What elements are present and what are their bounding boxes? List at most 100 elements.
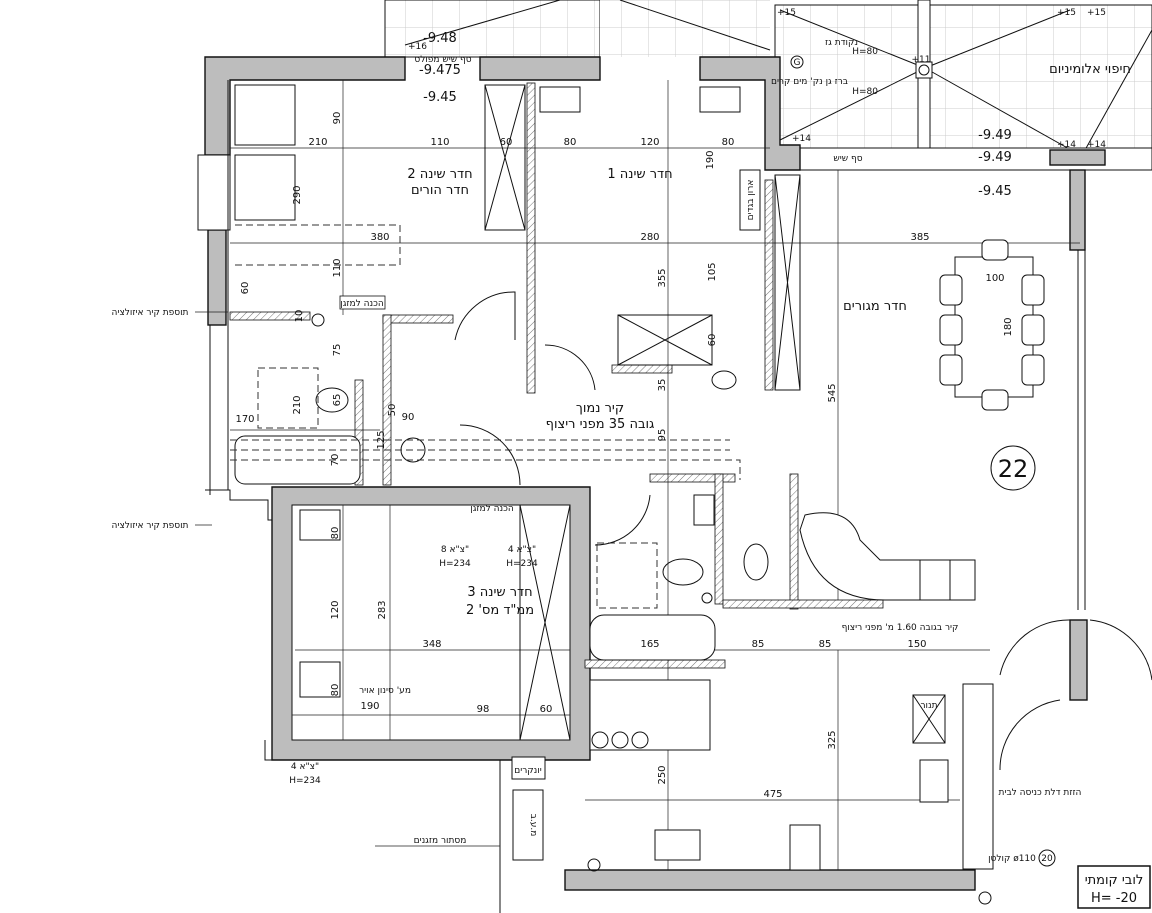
room-bedroom3-sub: ממ"ד מס' 2 [466, 603, 534, 618]
dim: 60 [240, 282, 251, 295]
room-living: חדר מגורים [843, 299, 907, 314]
dim: 100 [985, 273, 1004, 284]
note-wall-160: קיר בגובה 1.60 מ' מפני ריצוף [842, 623, 959, 633]
note-low-wall-height: גובה 35 מפני ריצוף [546, 417, 655, 432]
note-closet: ארון בגדים [746, 180, 756, 221]
dim: 98 [477, 704, 490, 715]
dim: 110 [332, 258, 343, 277]
dim: 70 [330, 454, 341, 467]
dim: 120 [330, 600, 341, 619]
gas-point-icon [790, 55, 804, 69]
level-mark: +14 [1087, 140, 1106, 150]
room-bedroom1: חדר שינה 1 [607, 167, 672, 182]
note-garden-tap-height: H=80 [852, 87, 878, 97]
dim: 475 [763, 789, 782, 800]
dim: 85 [752, 639, 765, 650]
gas-symbol: G [794, 58, 801, 68]
elevation: -9.49 [978, 128, 1012, 143]
dim: 80 [330, 684, 341, 697]
note-pipe: צ"א 4" [291, 762, 319, 772]
room-lobby: לובי קומתי [1085, 873, 1144, 888]
level-mark: +15 [1057, 8, 1076, 18]
balcony-left [384, 0, 771, 58]
room-bedroom2-sub: חדר הורים [411, 183, 469, 198]
dim: 348 [422, 639, 441, 650]
dim: 290 [292, 185, 303, 204]
dim: 210 [292, 395, 303, 414]
dim: 545 [827, 383, 838, 402]
dim: 80 [564, 137, 577, 148]
dim: 355 [657, 268, 668, 287]
level-mark: +14 [792, 134, 811, 144]
dim: 60 [500, 137, 513, 148]
dim: 60 [540, 704, 553, 715]
dim: 90 [332, 112, 343, 125]
dim: 95 [657, 429, 668, 442]
room-bedroom2: חדר שינה 2 [407, 167, 472, 182]
dim: 75 [332, 344, 343, 357]
dim: 283 [377, 600, 388, 619]
level-mark: +11 [912, 55, 931, 65]
note-oven: תנור [920, 701, 937, 711]
note-heaters: יונקרים [514, 766, 542, 776]
note-ac-prep: הכנה למזגן [470, 504, 514, 514]
lobby-box [1077, 865, 1151, 909]
dim: 35 [657, 379, 668, 392]
annotations: קיר נמוך גובה 35 מפני ריצוף קיר בגובה 1.… [112, 38, 1131, 867]
dim: 80 [330, 527, 341, 540]
elevation: -9.475 [419, 63, 461, 78]
note-collector: קולטן ø110 [988, 854, 1036, 864]
interior-walls [229, 82, 884, 669]
note-insulation: תוספת קיר איזולציה [112, 308, 189, 318]
note-marble-sill: סף שיש [833, 154, 862, 164]
note-pipe: צ"א 4" [508, 545, 536, 555]
dim: 190 [705, 150, 716, 169]
dim: 80 [722, 137, 735, 148]
furniture [230, 84, 1152, 905]
dim: 60 [707, 334, 718, 347]
level-mark: +16 [408, 42, 427, 52]
lobby-elevation: H= -20 [1091, 891, 1137, 906]
note-garden-tap: ברז גן נק' מים קרים [771, 77, 848, 87]
note-pipe: צ"א 8" [441, 545, 469, 555]
collector-number: 20 [1041, 854, 1053, 864]
dim: 150 [907, 639, 926, 650]
dim: 10 [294, 310, 305, 323]
dim: 165 [640, 639, 659, 650]
apartment-number: 22 [998, 455, 1029, 483]
dim: 280 [640, 232, 659, 243]
dim: 190 [360, 701, 379, 712]
dim: 380 [370, 232, 389, 243]
note-pipe-height: H=234 [506, 559, 538, 569]
dim: 90 [402, 412, 415, 423]
elevation: -9.45 [423, 90, 457, 105]
room-labels: חדר שינה 2 חדר הורים חדר שינה 1 חדר מגור… [407, 167, 1151, 909]
note-marble-sill-level: סף שיש מפולס [414, 55, 471, 65]
dim: 125 [376, 430, 387, 449]
note-low-wall: קיר נמוך [576, 401, 624, 416]
note-move-door: הזזת דלת כניסה לבית [999, 788, 1082, 798]
note-ac-screen: מסתור מזגנים [414, 836, 467, 846]
dim: 170 [235, 414, 254, 425]
dim: 110 [430, 137, 449, 148]
note-aluminium: חיפוי אלומיניום [1049, 62, 1131, 77]
dim: 50 [387, 404, 398, 417]
note-air-filter: מע' סינון אויר [359, 686, 411, 696]
dim: 120 [640, 137, 659, 148]
note-insulation: תוספת קיר איזולציה [112, 521, 189, 531]
dim: 210 [308, 137, 327, 148]
level-mark: +15 [777, 8, 796, 18]
dim: 105 [707, 262, 718, 281]
note-ac-prep: הכנה למזגן [340, 299, 384, 309]
elevation-marks: -9.48 -9.475 -9.45 -9.49 -9.49 -9.45 +15… [408, 8, 1106, 199]
note-gas-height: H=80 [852, 47, 878, 57]
dim: 180 [1003, 317, 1014, 336]
elevation: -9.48 [423, 31, 457, 46]
dim: 385 [910, 232, 929, 243]
level-mark: +15 [1087, 8, 1106, 18]
note-gas-point: נקודת גז [825, 38, 858, 48]
dim: 85 [819, 639, 832, 650]
exterior-walls [197, 56, 1106, 913]
note-laundry: מ.ע.ב [528, 814, 538, 837]
